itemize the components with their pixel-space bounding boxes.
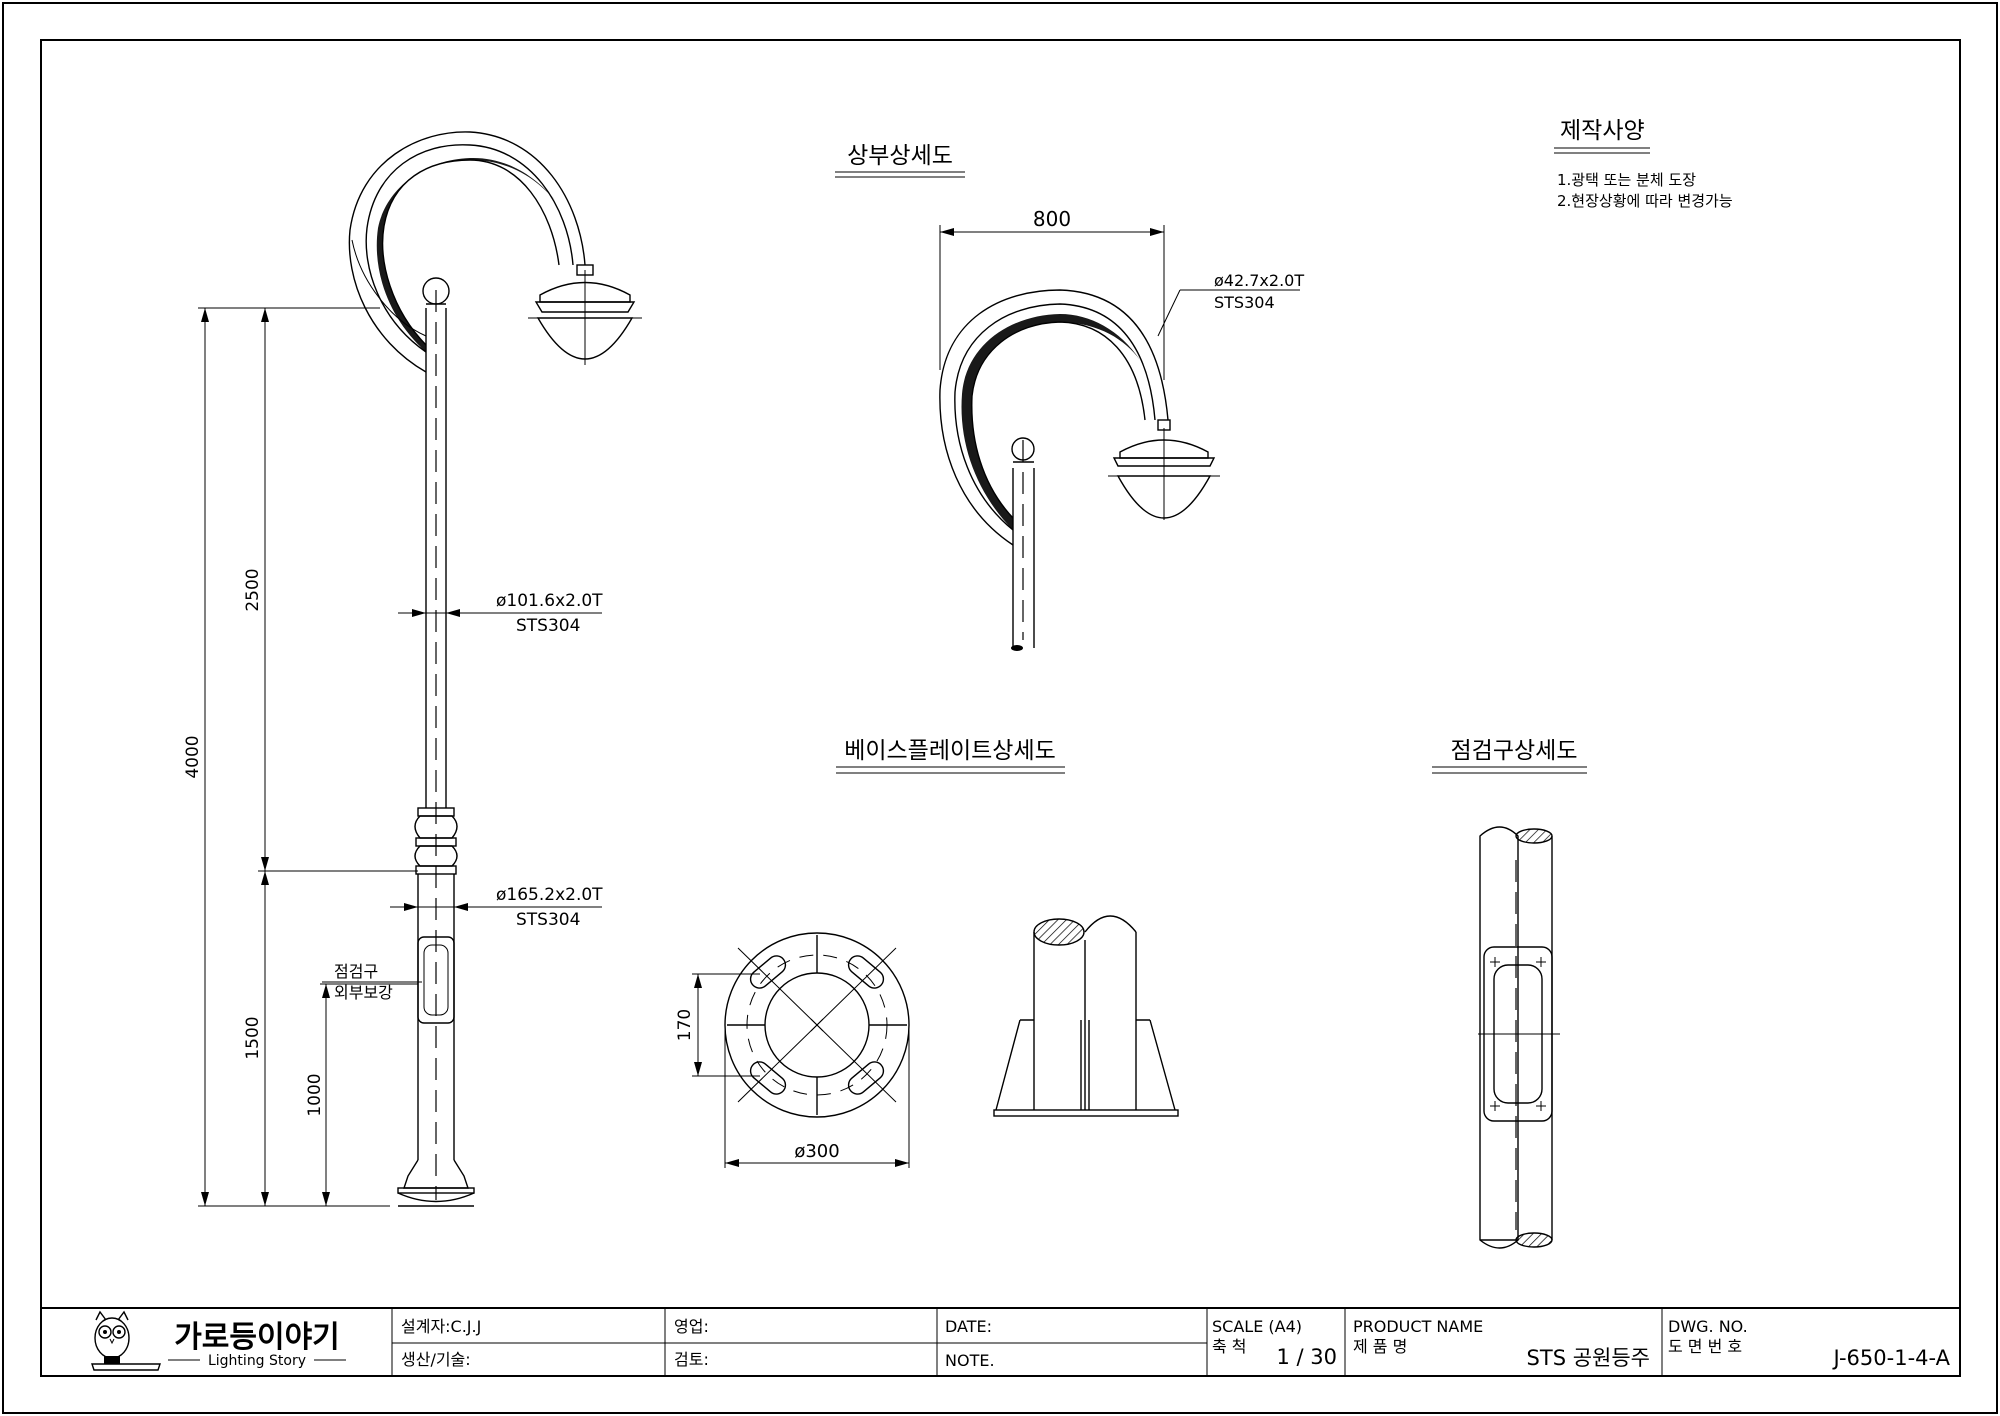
sales-field: 영업: xyxy=(674,1317,709,1336)
lower-pipe-material: STS304 xyxy=(516,910,580,930)
top-detail: 상부상세도 800 ø42.7x2.0T STS304 xyxy=(835,143,1304,651)
product-value: STS 공원등주 xyxy=(1527,1346,1650,1370)
arm-pipe-material: STS304 xyxy=(1214,293,1275,312)
lower-pipe-size: ø165.2x2.0T xyxy=(496,885,603,905)
date-field: DATE: xyxy=(945,1317,992,1336)
upper-pipe-material: STS304 xyxy=(516,616,580,636)
product-label: PRODUCT NAME xyxy=(1353,1317,1483,1336)
hatch-label-2: 외부보강 xyxy=(334,983,393,1002)
review-field: 검토: xyxy=(674,1350,709,1369)
spec-line-1: 1.광택 또는 분체 도장 xyxy=(1557,171,1696,189)
inner-border xyxy=(40,39,1961,1377)
dim-plate-offset: 170 xyxy=(675,1009,695,1041)
pole-elevation xyxy=(348,131,642,1207)
upper-pipe-size: ø101.6x2.0T xyxy=(496,591,603,611)
dwg-label: DWG. NO. xyxy=(1668,1317,1748,1336)
hatch-label-1: 점검구 xyxy=(334,962,378,981)
dwg-korean: 도 면 번 호 xyxy=(1668,1337,1742,1356)
logo-korean: 가로등이야기 xyxy=(174,1320,340,1355)
base-plate-title: 베이스플레이트상세도 xyxy=(844,738,1056,764)
top-detail-title: 상부상세도 xyxy=(847,143,953,169)
note-field: NOTE. xyxy=(945,1351,995,1370)
base-plate-detail: 베이스플레이트상세도 ø300 170 xyxy=(675,738,1179,1168)
dwg-value: J-650-1-4-A xyxy=(1832,1346,1951,1370)
dim-upper-height: 2500 xyxy=(243,568,263,611)
spec-title: 제작사양 xyxy=(1560,118,1645,144)
production-field: 생산/기술: xyxy=(401,1350,471,1369)
pole-dimensions: 4000 2500 1500 1000 ø101.6x2.0T STS304 ø… xyxy=(183,307,603,1207)
owl-logo-icon xyxy=(91,1310,161,1371)
dim-lower-height: 1500 xyxy=(243,1016,263,1059)
dim-total-height: 4000 xyxy=(183,735,203,778)
inspection-title: 점검구상세도 xyxy=(1451,738,1578,764)
dim-plate-diameter: ø300 xyxy=(794,1141,839,1162)
scale-korean: 축 척 xyxy=(1212,1337,1247,1356)
dim-arm-width: 800 xyxy=(1033,207,1071,231)
inspection-hatch xyxy=(417,936,455,1024)
designer-field: 설계자:C.J.J xyxy=(401,1317,481,1336)
inspection-detail: 점검구상세도 xyxy=(1432,738,1587,1249)
arm-pipe-size: ø42.7x2.0T xyxy=(1214,271,1304,290)
spec-line-2: 2.현장상황에 따라 변경가능 xyxy=(1557,192,1733,210)
logo-english: Lighting Story xyxy=(208,1353,306,1369)
scale-label: SCALE (A4) xyxy=(1212,1317,1302,1336)
title-block: 가로등이야기 Lighting Story 설계자:C.J.J 생산/기술: 영… xyxy=(41,1307,1960,1376)
product-korean: 제 품 명 xyxy=(1353,1337,1407,1356)
dim-hatch-height: 1000 xyxy=(305,1073,325,1116)
spec-block: 제작사양 1.광택 또는 분체 도장 2.현장상황에 따라 변경가능 xyxy=(1554,118,1733,210)
scale-value: 1 / 30 xyxy=(1276,1345,1337,1369)
